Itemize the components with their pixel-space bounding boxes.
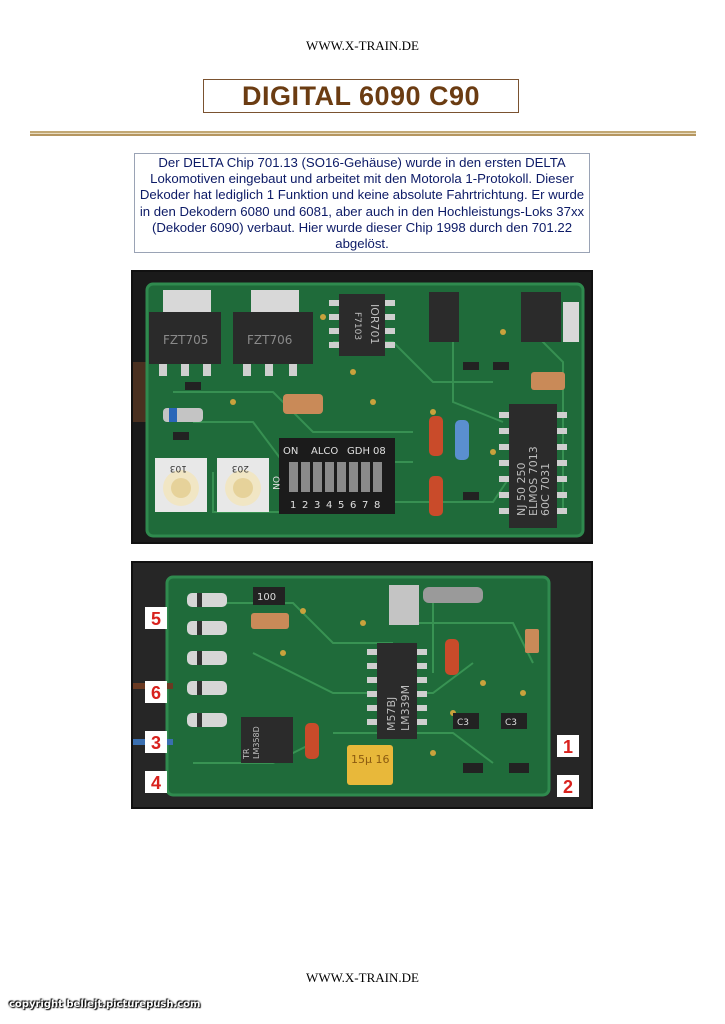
chip-label-f7103: F7103 bbox=[352, 312, 362, 340]
chip-label-fzt706: FZT706 bbox=[247, 333, 292, 347]
chip-label-lm358d: LM358D bbox=[252, 726, 261, 759]
chip-label-m57bj: M57BJ bbox=[385, 697, 398, 731]
marker-2: 2 bbox=[563, 777, 573, 797]
chip-label-lm339m: LM339M bbox=[399, 685, 412, 731]
dip-header-alco: ALCO bbox=[311, 446, 338, 457]
dip-number: 8 bbox=[374, 500, 380, 511]
dip-number: 4 bbox=[326, 500, 332, 511]
description-text: Der DELTA Chip 701.13 (SO16-Gehäuse) wur… bbox=[139, 155, 585, 252]
pot-label-203: 203 bbox=[232, 463, 249, 473]
dip-header-on: ON bbox=[283, 446, 298, 457]
marker-1: 1 bbox=[563, 737, 573, 757]
copyright-watermark: copyright bellejt.picturepush.com bbox=[9, 999, 201, 1010]
dip-number: 3 bbox=[314, 500, 320, 511]
marker-3: 3 bbox=[151, 733, 161, 753]
header-url: WWW.X-TRAIN.DE bbox=[306, 38, 419, 53]
description-box: Der DELTA Chip 701.13 (SO16-Gehäuse) wur… bbox=[134, 153, 590, 253]
marker-4: 4 bbox=[151, 773, 161, 793]
smd-label-c3: C3 bbox=[457, 718, 469, 728]
marker-5: 5 bbox=[151, 609, 161, 629]
decoder-photo-bottom: 100 M57BJ LM339M LM358D TR 15µ 16 C3 C3 bbox=[131, 561, 593, 809]
dip-number: 6 bbox=[350, 500, 356, 511]
chip-label-tr: TR bbox=[242, 748, 251, 760]
decoder-photo-top: FZT705 FZT706 IOR701 F7103 bbox=[131, 270, 593, 544]
marker-6: 6 bbox=[151, 683, 161, 703]
dip-number: 1 bbox=[290, 500, 296, 511]
chip-label-nj50250: NJ 50 250 bbox=[515, 463, 528, 516]
capacitor-label: 15µ 16 bbox=[351, 753, 390, 766]
chip-label-ior701: IOR701 bbox=[368, 304, 381, 345]
pot-label-103: 103 bbox=[170, 463, 187, 473]
smd-label-c3: C3 bbox=[505, 718, 517, 728]
chip-label-60c: 60C 7031 bbox=[539, 463, 552, 516]
dip-header-08: 08 bbox=[373, 446, 386, 457]
chip-label-fzt705: FZT705 bbox=[163, 333, 208, 347]
dip-number: 2 bbox=[302, 500, 308, 511]
page-title: DIGITAL 6090 C90 bbox=[241, 80, 481, 111]
title-box: DIGITAL 6090 C90 bbox=[203, 79, 519, 113]
dip-number: 5 bbox=[338, 500, 344, 511]
chip-label-elmos: ELMOS 7013 bbox=[527, 446, 540, 516]
dip-header-gdh: GDH bbox=[347, 446, 370, 457]
divider bbox=[30, 131, 696, 136]
dip-side-label: ON bbox=[270, 476, 280, 490]
resistor-label-100: 100 bbox=[257, 592, 276, 603]
dip-number: 7 bbox=[362, 500, 368, 511]
footer-url: WWW.X-TRAIN.DE bbox=[306, 970, 419, 985]
